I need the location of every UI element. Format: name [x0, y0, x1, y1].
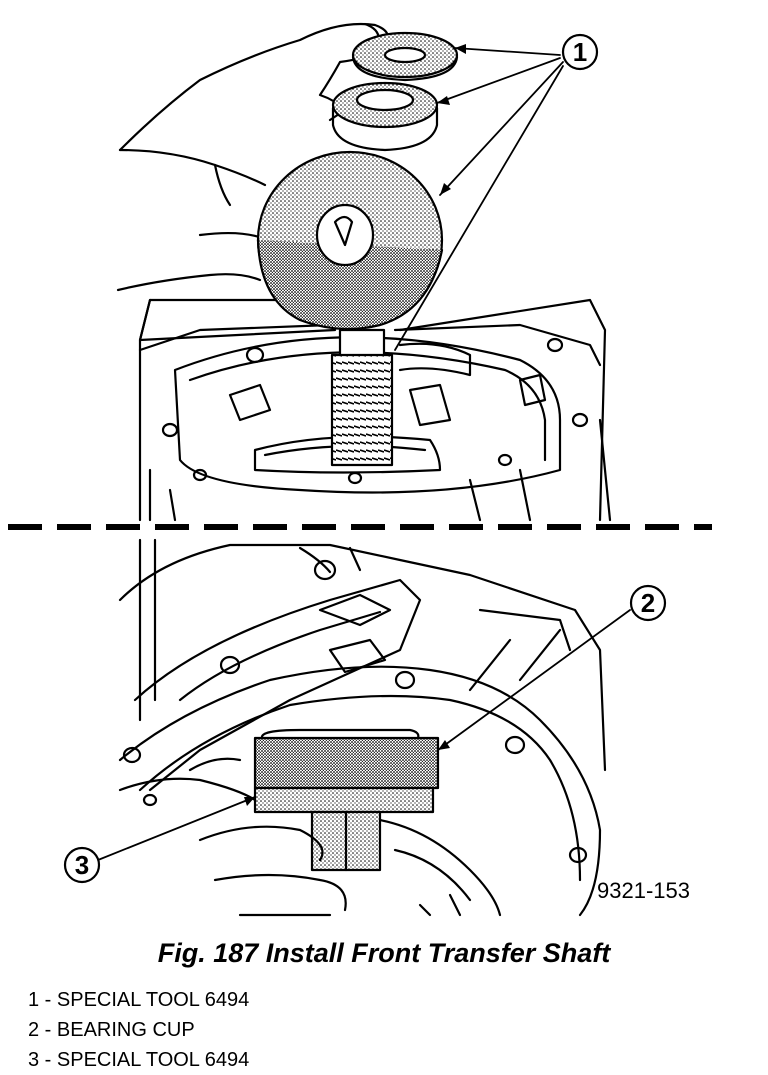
callout-3-label: 3 — [75, 850, 89, 880]
callout-circle-2 — [629, 584, 667, 622]
hand-lower — [118, 757, 347, 917]
leader-lines — [97, 47, 631, 861]
special-tool-washer — [351, 31, 459, 82]
legend-item-3: 3 - SPECIAL TOOL 6494 — [28, 1049, 250, 1071]
callout-circle-3 — [63, 846, 101, 884]
illustration-svg: 1 2 3 9321-153 — [8, 22, 712, 917]
callout-2-label: 2 — [641, 588, 655, 618]
callout-1-label: 1 — [573, 37, 587, 67]
installer-tool-lower — [253, 786, 435, 872]
bearing-cup-lower — [253, 728, 440, 790]
threaded-rod — [330, 328, 394, 467]
callout-circle-1 — [561, 33, 599, 71]
transmission-case-lower — [118, 538, 607, 917]
installer-disc — [256, 150, 444, 331]
callout-legend: 1 - SPECIAL TOOL 6494 2 - BEARING CUP 3 … — [28, 985, 249, 1075]
technical-illustration: 1 2 3 9321-153 — [8, 22, 712, 917]
figure-id: 9321-153 — [597, 878, 690, 903]
figure-caption: Fig. 187 Install Front Transfer Shaft — [157, 938, 611, 968]
legend-item-1: 1 - SPECIAL TOOL 6494 — [28, 989, 250, 1011]
legend-item-2: 2 - BEARING CUP — [28, 1019, 195, 1041]
arrowheads — [244, 44, 466, 806]
bearing-cup-upper — [331, 81, 439, 152]
hand-upper — [116, 22, 390, 292]
